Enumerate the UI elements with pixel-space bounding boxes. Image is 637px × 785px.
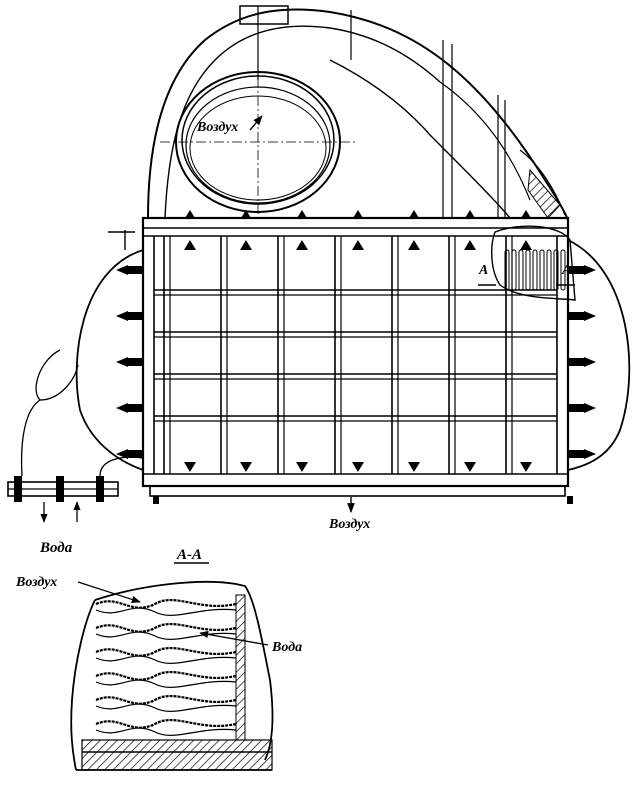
- air-inlet-ring: [160, 60, 355, 215]
- section-mark-left: А: [478, 263, 488, 278]
- section-air-label: Воздух: [15, 575, 57, 590]
- main-housing: [7, 216, 631, 523]
- section-water-label: Вода: [271, 640, 302, 655]
- section-title: А-А: [176, 547, 202, 563]
- air-outlet-label: Воздух: [328, 517, 370, 532]
- section-mark-right: А: [561, 263, 571, 278]
- bolt-row: [116, 210, 596, 472]
- air-inlet-label: Воздух: [196, 120, 238, 135]
- air-hood: [147, 5, 569, 221]
- tube-grid: [154, 236, 557, 474]
- cutout-view: [491, 225, 576, 301]
- section-a-a: [70, 580, 274, 771]
- water-label: Вода: [39, 540, 73, 556]
